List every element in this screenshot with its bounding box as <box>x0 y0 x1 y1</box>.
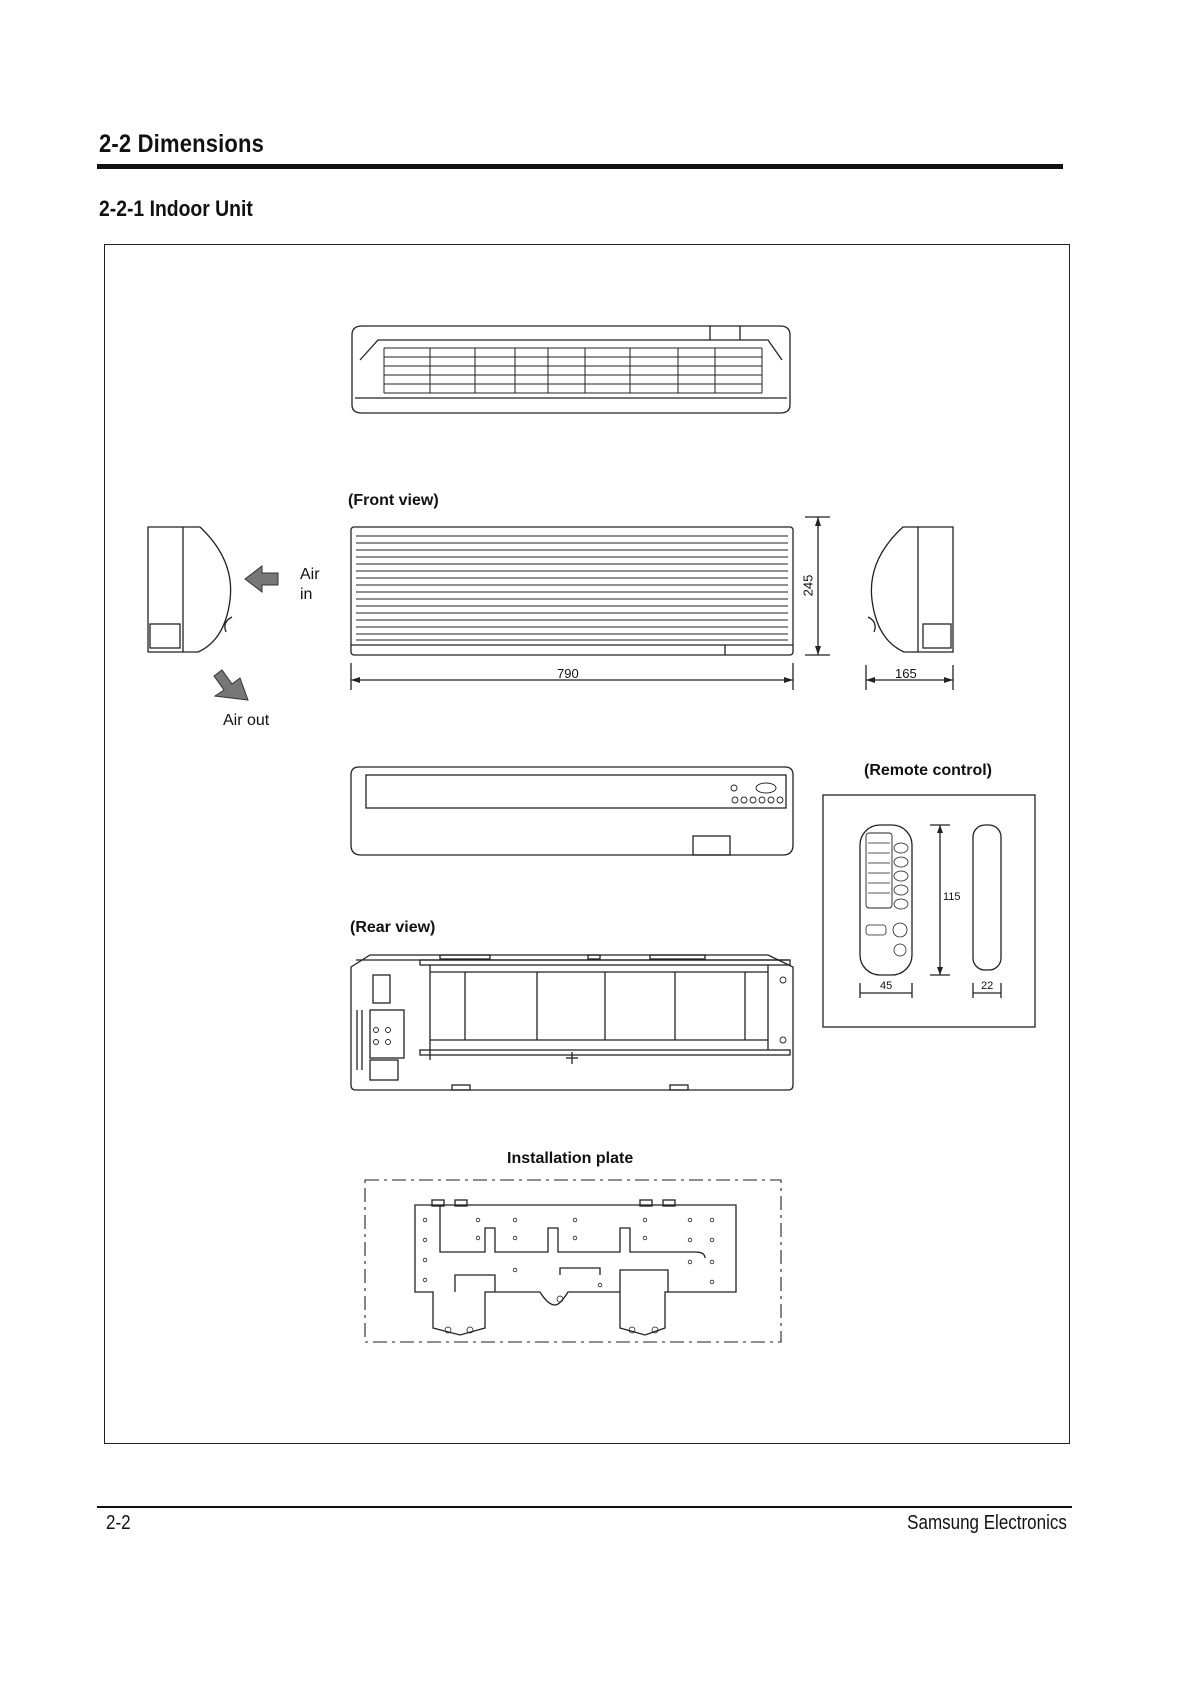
height-dimension: 245 <box>800 575 815 597</box>
remote-depth-dimension: 22 <box>981 980 993 992</box>
remote-width-dimension: 45 <box>880 980 892 992</box>
remote-control-label: (Remote control) <box>864 762 992 780</box>
left-side-view <box>148 527 232 652</box>
page-number: 2-2 <box>106 1512 131 1535</box>
air-out-label: Air out <box>223 712 269 730</box>
dimension-arrowheads <box>351 517 953 975</box>
width-dimension: 790 <box>557 666 579 681</box>
installation-plate-label: Installation plate <box>507 1150 633 1168</box>
top-view <box>352 326 790 413</box>
front-view-label: (Front view) <box>348 492 439 510</box>
remote-height-dimension: 115 <box>943 891 961 903</box>
installation-plate-drawing <box>365 1180 781 1342</box>
rear-view <box>351 955 793 1090</box>
air-in-label-line2: in <box>300 586 312 604</box>
air-in-label-line1: Air <box>300 566 320 584</box>
bottom-view <box>351 767 793 855</box>
rear-view-label: (Rear view) <box>350 919 435 937</box>
remote-control-drawing <box>823 795 1035 1027</box>
depth-dimension: 165 <box>895 666 917 681</box>
footer-rule <box>97 1506 1072 1508</box>
air-out-arrow <box>214 670 248 700</box>
front-view <box>351 517 830 690</box>
company-name: Samsung Electronics <box>907 1512 1067 1535</box>
air-in-arrow <box>245 566 278 592</box>
